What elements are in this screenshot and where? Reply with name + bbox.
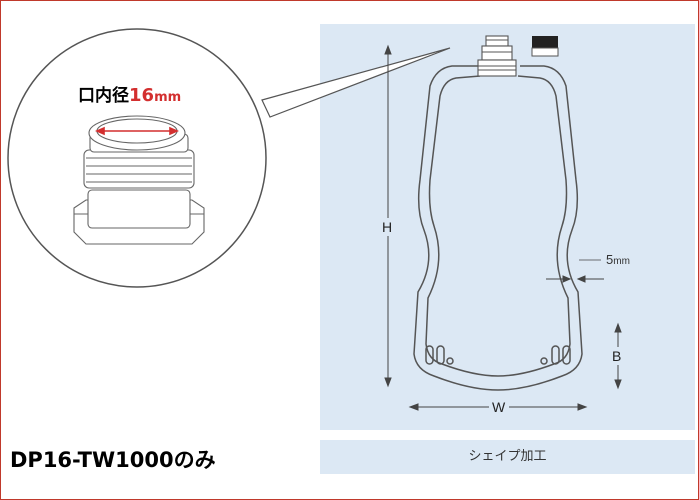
inner-diameter-label: 口内径16mm [78, 85, 181, 106]
seal-width-label: 5mm [606, 252, 630, 267]
height-dimension [384, 44, 392, 388]
seal-width-value: 5 [606, 252, 613, 267]
pouch-spout [477, 35, 517, 77]
height-label-bg [378, 218, 398, 236]
seal-width-dimension [546, 259, 604, 283]
inner-diameter-line [94, 126, 180, 136]
spout-enlarged-drawing [73, 115, 205, 245]
inner-diameter-prefix: 口内径 [78, 85, 129, 106]
pouch-outline [413, 65, 583, 391]
width-label: W [492, 399, 506, 415]
width-label-bg [489, 398, 509, 416]
model-label: DP16-TW1000のみ [10, 448, 216, 472]
height-label: H [382, 219, 392, 235]
bottom-gusset-label: B [612, 348, 621, 364]
inner-diameter-value: 16 [129, 85, 154, 106]
callout-wedge [261, 47, 451, 118]
inner-diameter-unit: mm [154, 90, 181, 105]
process-caption: シェイプ加工 [320, 440, 695, 474]
bottom-gusset-label-bg [609, 347, 627, 365]
seal-width-unit: mm [613, 256, 630, 267]
pouch-cap [531, 36, 559, 57]
